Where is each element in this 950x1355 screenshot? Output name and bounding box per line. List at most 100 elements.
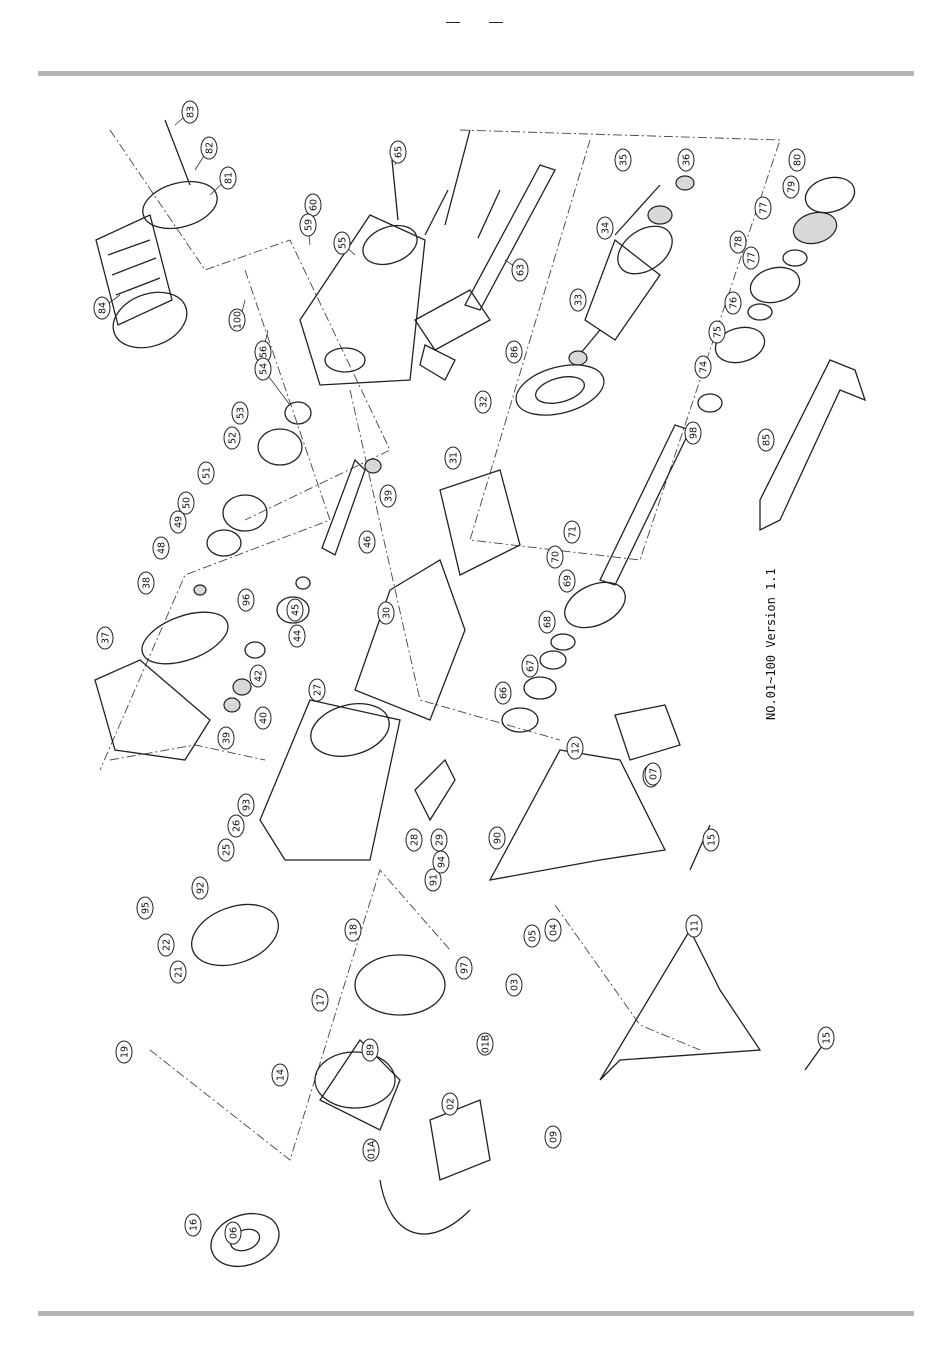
callout-label: 01A [367, 1140, 378, 1159]
part-42 [245, 642, 265, 658]
ring-78 [746, 262, 803, 308]
callout-label: 51 [202, 467, 213, 479]
callout-84: 84 [94, 297, 110, 319]
callout-label: 53 [236, 407, 247, 419]
callout-label: 32 [479, 396, 490, 408]
callout-81: 81 [220, 167, 236, 189]
callout-35: 35 [615, 149, 631, 171]
callout-15: 15 [818, 1027, 834, 1049]
callout-label: 81 [224, 172, 235, 184]
callout-96: 96 [238, 589, 254, 611]
callout-37: 37 [97, 627, 113, 649]
wrench-85 [760, 360, 865, 530]
callout-label: 39 [384, 490, 395, 502]
nut-79 [790, 208, 840, 248]
callout-label: 31 [449, 452, 460, 464]
part-39a [224, 698, 240, 712]
callout-label: 21 [174, 966, 185, 978]
callout-40: 40 [255, 707, 271, 729]
callout-63: 63 [512, 259, 528, 281]
callout-22: 22 [158, 934, 174, 956]
callout-label: 45 [291, 604, 302, 616]
callout-label: 09 [549, 1131, 560, 1143]
callout-label: 86 [510, 346, 521, 358]
callout-55: 55 [334, 232, 350, 254]
bearing-35 [648, 206, 672, 224]
callout-25: 25 [218, 839, 234, 861]
callout-label: 46 [363, 536, 374, 548]
ring-67 [524, 677, 556, 699]
callout-label: 37 [101, 632, 112, 644]
bearing-50 [207, 530, 241, 556]
part-40 [233, 679, 251, 695]
gear-53 [258, 429, 302, 465]
callout-label: 71 [568, 526, 579, 538]
housing-37 [95, 660, 210, 760]
callout-label: 56 [259, 346, 270, 358]
callout-label: 19 [120, 1046, 131, 1058]
callout-66: 66 [495, 682, 511, 704]
callout-label: 70 [551, 551, 562, 563]
ring-69 [551, 634, 575, 650]
long-screws [392, 130, 500, 238]
module-02 [430, 1100, 490, 1180]
callout-label: 77 [759, 202, 770, 214]
callout-label: 79 [787, 181, 798, 193]
callout-label: 85 [762, 434, 773, 446]
callout-label: 26 [232, 820, 243, 832]
callout-78: 78 [730, 231, 746, 253]
callout-label: 80 [793, 154, 804, 166]
callout-86: 86 [506, 341, 522, 363]
callout-39: 39 [218, 727, 234, 749]
callout-38: 38 [138, 572, 154, 594]
part-shapes [95, 120, 865, 1275]
callout-03: 03 [506, 974, 522, 996]
callout-label: 04 [549, 924, 560, 936]
callout-28: 28 [406, 829, 422, 851]
callout-label: 75 [713, 326, 724, 338]
callout-label: 07 [649, 768, 660, 780]
callout-94: 94 [433, 851, 449, 873]
gear-54 [285, 402, 311, 424]
callout-label: 12 [571, 742, 582, 754]
callout-19: 19 [116, 1041, 132, 1063]
motor-housing-30 [355, 560, 465, 720]
callout-label: 82 [205, 142, 216, 154]
shaft-98 [600, 425, 690, 585]
bearing-33 [569, 351, 587, 365]
callout-label: 14 [276, 1069, 287, 1081]
callout-label: 17 [316, 994, 327, 1006]
callout-12: 12 [567, 737, 583, 759]
callout-17: 17 [312, 989, 328, 1011]
callout-label: 89 [366, 1044, 377, 1056]
callout-02: 02 [442, 1093, 458, 1115]
callout-label: 84 [98, 302, 109, 314]
callout-label: 16 [189, 1219, 200, 1231]
callout-label: 93 [242, 799, 253, 811]
callout-label: 22 [162, 939, 173, 951]
callout-label: 94 [437, 856, 448, 868]
callout-15: 15 [703, 829, 719, 851]
callout-92: 92 [192, 877, 208, 899]
callout-09: 09 [545, 1126, 561, 1148]
callout-90: 90 [489, 827, 505, 849]
callout-label: 54 [259, 363, 270, 375]
callout-06: 06 [225, 1222, 241, 1244]
callout-label: 36 [682, 154, 693, 166]
callout-label: 96 [242, 594, 253, 606]
handle-11 [600, 930, 760, 1080]
ring-18 [355, 955, 445, 1015]
callout-label: 27 [313, 684, 324, 696]
o-ring-38 [135, 602, 235, 674]
callout-label: 05 [528, 930, 539, 942]
callout-label: 78 [734, 236, 745, 248]
callout-54: 54 [255, 358, 271, 380]
callout-18: 18 [345, 919, 361, 941]
callout-05: 05 [524, 925, 540, 947]
switch-28 [415, 760, 455, 820]
callout-label: 95 [141, 902, 152, 914]
callout-21: 21 [170, 961, 186, 983]
part-48 [194, 585, 206, 595]
callout-74: 74 [695, 356, 711, 378]
